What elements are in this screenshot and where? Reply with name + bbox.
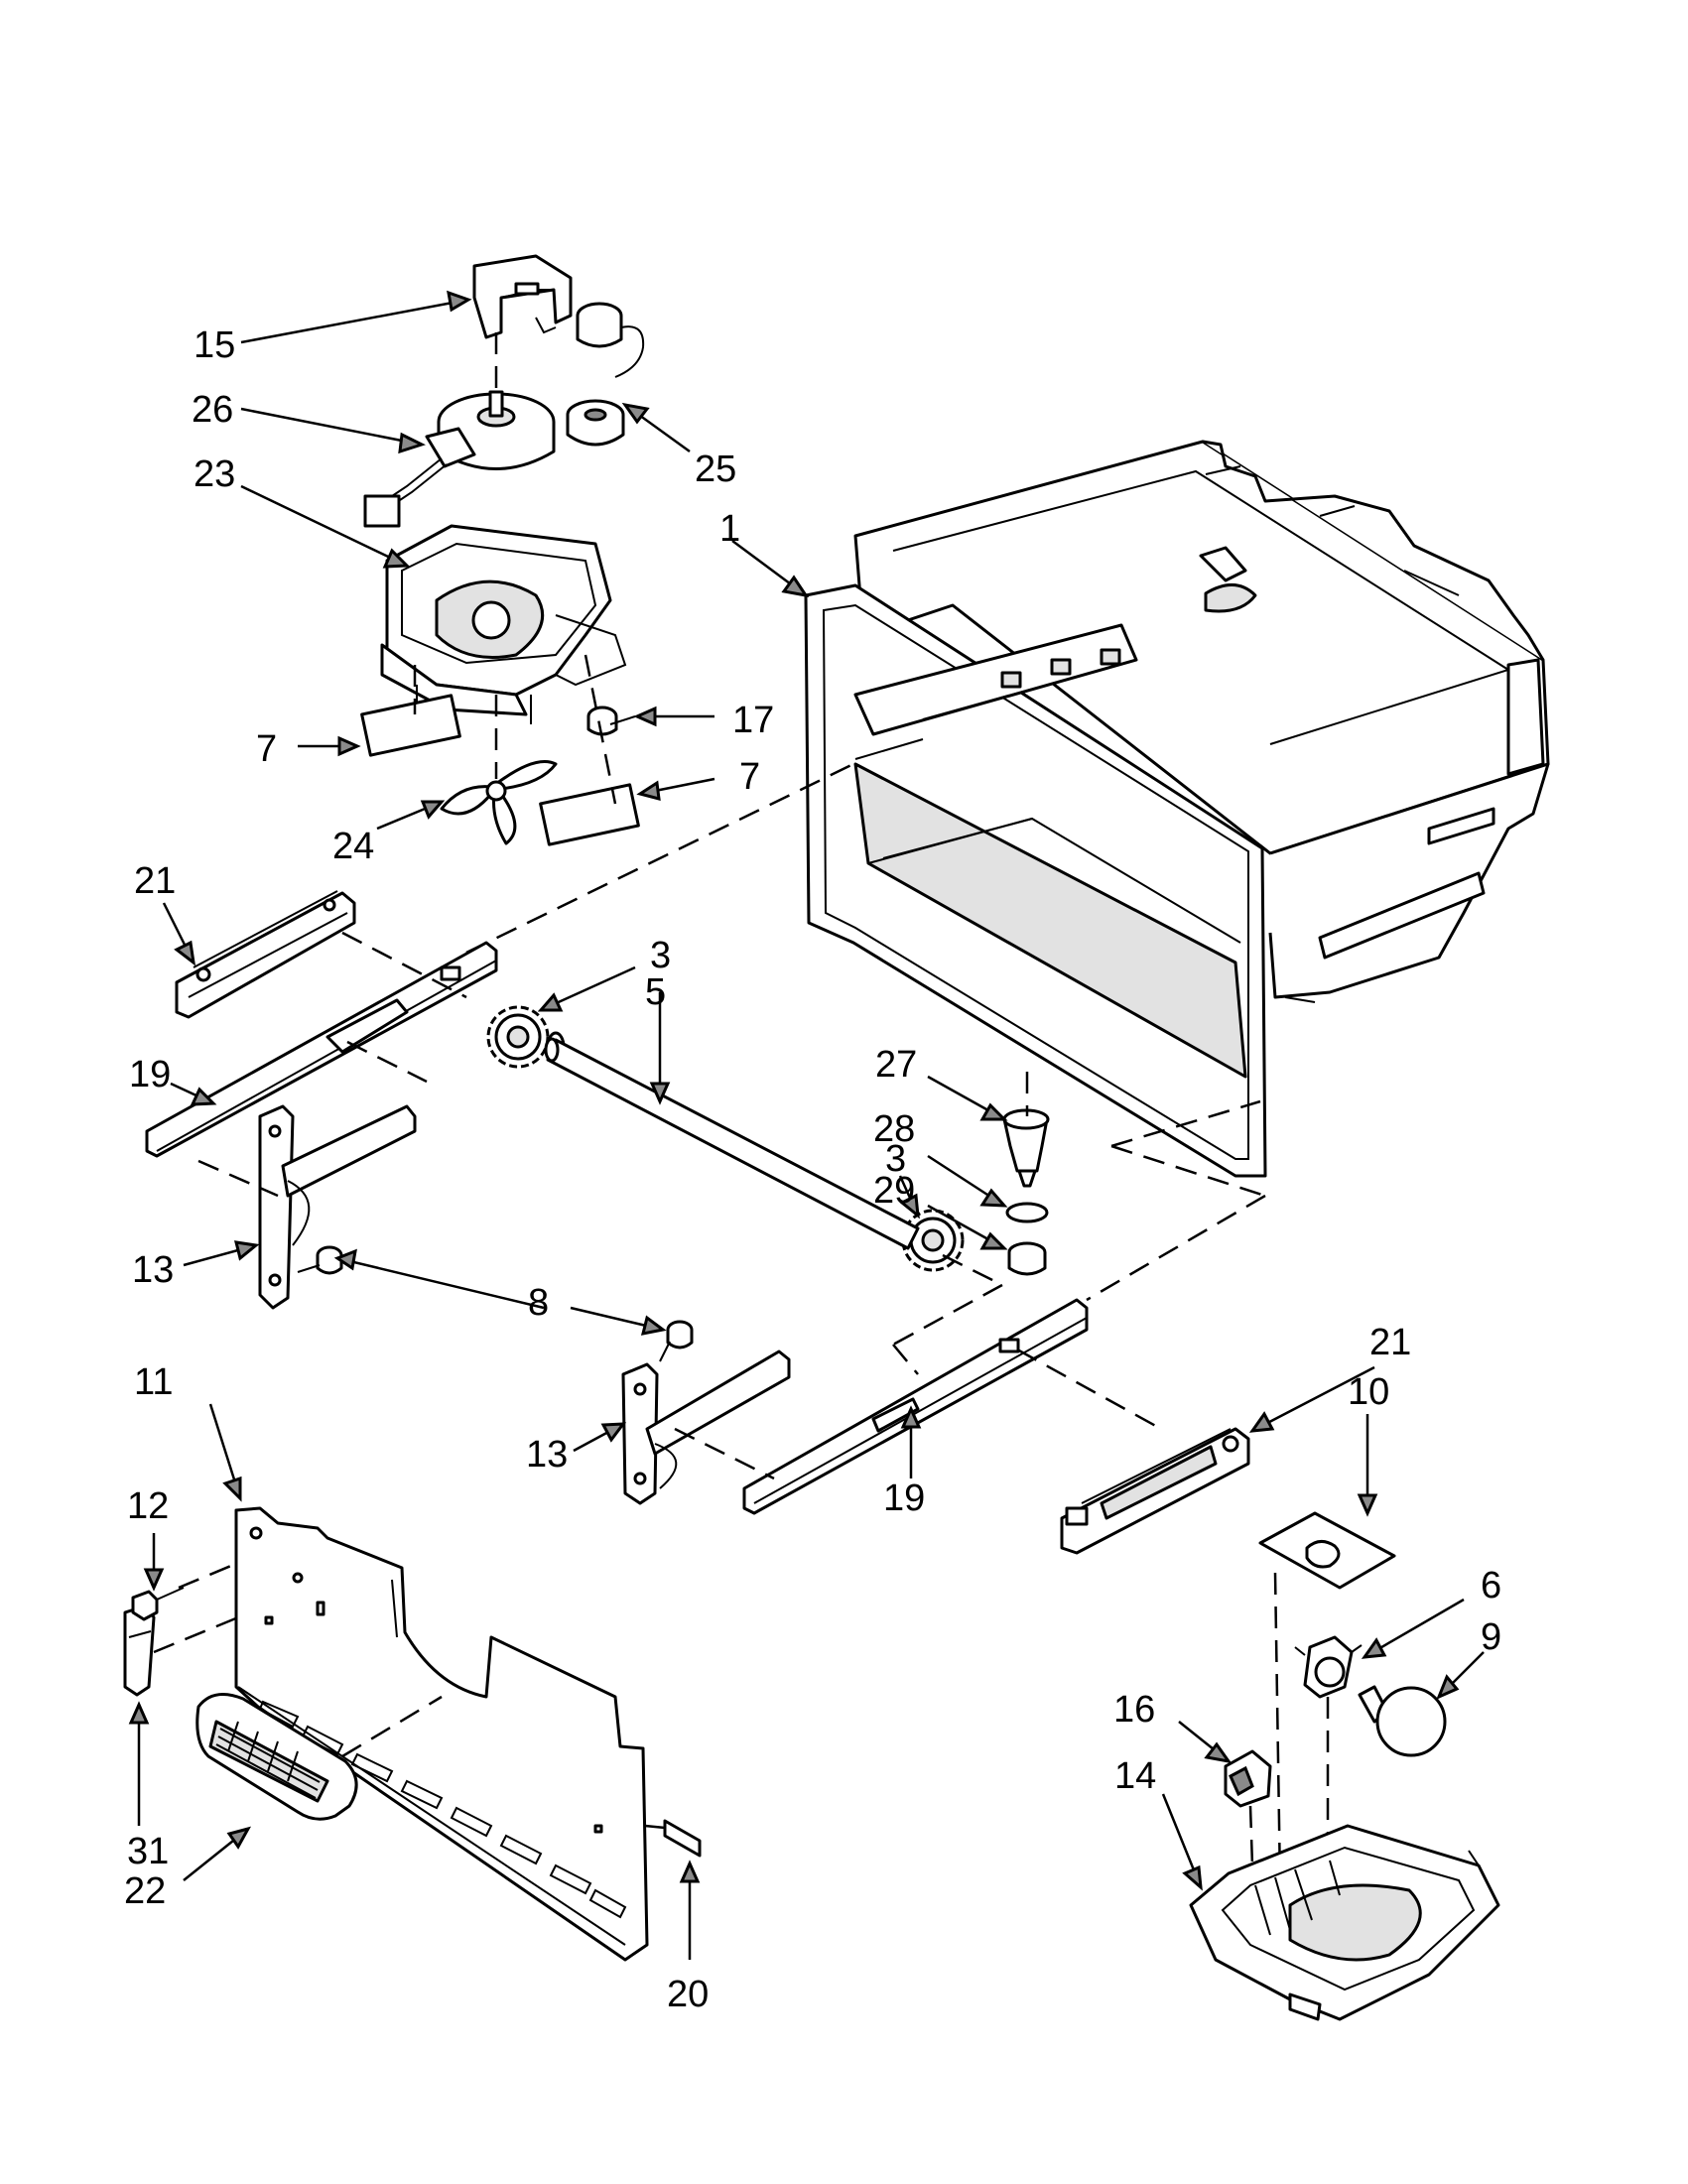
callout-31: 31 <box>127 1831 169 1872</box>
callout-28: 28 <box>873 1108 915 1150</box>
dash-label-lamp <box>1273 1572 1282 1886</box>
part-label-10 <box>1258 1511 1396 1590</box>
part-freezer-basket <box>804 440 1550 1178</box>
part-rail-19-right <box>742 1298 1089 1515</box>
part-fan-housing <box>380 524 627 724</box>
part-cap-29 <box>1007 1241 1047 1276</box>
leader-lines <box>128 290 1485 1960</box>
callout-17: 17 <box>732 700 774 741</box>
callout-20: 20 <box>667 1974 709 2015</box>
part-seal-strip-20 <box>663 1819 702 1858</box>
part-screw-8-b <box>659 1320 694 1362</box>
dash-strip <box>644 1824 666 1830</box>
callout-3-bottom: 3 <box>885 1138 906 1180</box>
part-clip-31 <box>123 1604 156 1697</box>
callout-13-right: 13 <box>526 1434 568 1476</box>
plate-vent-slots <box>258 1700 627 1919</box>
callout-21-left: 21 <box>134 860 176 902</box>
callout-11: 11 <box>134 1361 173 1403</box>
callout-15: 15 <box>194 324 235 366</box>
part-slide-21-right <box>1060 1427 1250 1555</box>
dash-housing-right <box>584 654 617 805</box>
dash-switch <box>1248 1805 1254 1866</box>
dash-clip-31 <box>153 1615 239 1654</box>
callouts: 15 26 25 23 1 7 17 7 24 21 3 5 27 28 29 … <box>124 324 1501 2015</box>
part-fan-blade <box>440 760 558 845</box>
part-slide-21-left <box>175 890 356 1019</box>
part-washer-28 <box>1005 1202 1049 1223</box>
callout-1: 1 <box>719 508 740 550</box>
callout-16: 16 <box>1113 1689 1155 1731</box>
part-socket-6 <box>1294 1635 1363 1699</box>
part-rail-19-left <box>145 941 498 1158</box>
part-grille-22 <box>195 1693 358 1821</box>
part-switch-16 <box>1224 1749 1272 1808</box>
callout-27: 27 <box>875 1044 917 1086</box>
dash-grille <box>341 1695 443 1758</box>
part-bulb-9 <box>1358 1685 1447 1757</box>
callout-21-right: 21 <box>1369 1322 1411 1363</box>
part-screw-8-a <box>297 1245 343 1275</box>
callout-19-left: 19 <box>129 1054 171 1095</box>
dash-assembly-lines <box>197 762 1266 1480</box>
part-bracket-13-right <box>621 1349 791 1505</box>
dash-screw-12 <box>178 1561 239 1590</box>
part-screw-17 <box>586 706 636 736</box>
part-insulation-pad-7-right <box>539 783 640 846</box>
callout-5: 5 <box>645 971 666 1013</box>
callout-6: 6 <box>1481 1565 1501 1606</box>
callout-10: 10 <box>1348 1371 1389 1413</box>
callout-12: 12 <box>127 1485 169 1527</box>
callout-14: 14 <box>1114 1755 1156 1797</box>
callout-22: 22 <box>124 1870 166 1912</box>
callout-29: 29 <box>873 1170 915 1212</box>
part-fan-motor <box>363 390 556 528</box>
callout-13-left: 13 <box>132 1249 174 1291</box>
callout-23: 23 <box>194 453 235 495</box>
part-axle-5 <box>544 1037 920 1250</box>
part-motor-bracket <box>472 254 573 339</box>
part-cover-plate-11 <box>234 1506 649 1962</box>
part-insulation-pad-7-left <box>360 694 461 757</box>
part-bracket-13-left <box>258 1104 417 1310</box>
callout-8: 8 <box>528 1282 549 1324</box>
part-screw-12 <box>131 1587 185 1621</box>
callout-9: 9 <box>1481 1616 1501 1658</box>
callout-7-left: 7 <box>256 728 277 770</box>
part-gear-3-bottom <box>901 1209 965 1272</box>
callout-26: 26 <box>192 389 233 431</box>
part-thermistor <box>566 302 645 447</box>
part-foot-27 <box>1002 1108 1050 1188</box>
callout-7-right: 7 <box>739 756 760 798</box>
callout-19-right: 19 <box>883 1477 925 1519</box>
part-light-housing-14 <box>1189 1824 1500 2021</box>
callout-25: 25 <box>695 449 736 490</box>
callout-3-top: 3 <box>650 935 671 976</box>
callout-24: 24 <box>332 826 374 867</box>
